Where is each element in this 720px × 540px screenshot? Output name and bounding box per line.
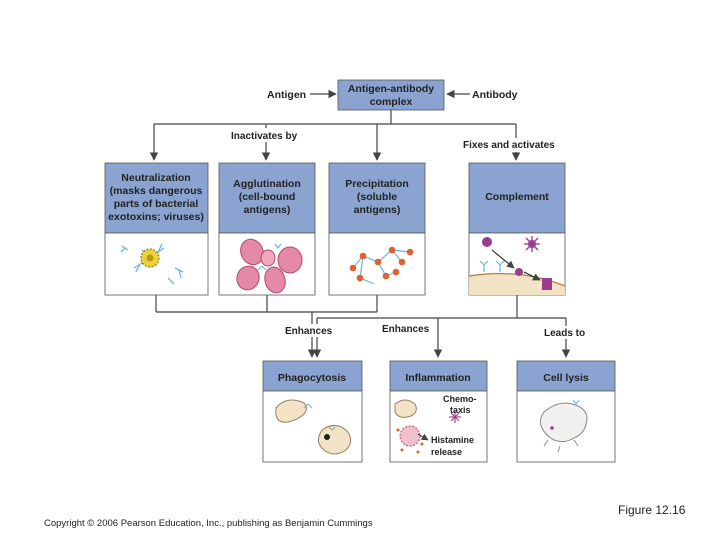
enhances-label-right: Enhances — [382, 324, 430, 335]
antigen-label: Antigen — [267, 89, 306, 101]
neutralization-title: Neutralization — [121, 172, 190, 184]
inflammation-box: Inflammation Chemo- taxis Histamine rele… — [389, 360, 488, 463]
phagocytosis-title: Phagocytosis — [278, 372, 346, 384]
histamine-label-line-2: release — [431, 447, 462, 457]
histamine-label-line-1: Histamine — [431, 435, 474, 445]
agglutination-line-3: antigens) — [244, 204, 291, 216]
precipitation-line-2: (soluble — [357, 191, 397, 203]
complement-title: Complement — [485, 191, 549, 203]
phagocytosis-antibodies — [303, 403, 336, 431]
cell-lysis-box: Cell lysis — [516, 360, 616, 463]
red-blood-cells-illustration — [236, 238, 303, 294]
complement-box: Complement — [468, 162, 566, 296]
inflammation-illustration — [394, 399, 461, 454]
agglutination-title: Agglutination — [233, 178, 301, 190]
leads-to-label: Leads to — [544, 328, 585, 339]
phagocytosis-box: Phagocytosis — [262, 360, 363, 463]
neutralization-line-4: exotoxins; viruses) — [108, 211, 204, 223]
lower-connectors — [155, 295, 571, 358]
complex-label-line-1: Antigen-antibody — [348, 83, 434, 95]
virus-illustration — [120, 243, 184, 285]
precipitation-box: Precipitation (soluble antigens) — [328, 162, 426, 296]
agglutination-box: Agglutination (cell-bound antigens) — [218, 162, 316, 296]
complex-label-line-2: complex — [370, 96, 413, 108]
antigen-antibody-complex-box: Antigen-antibody complex — [337, 79, 445, 111]
chemotaxis-label-line-1: Chemo- — [443, 394, 477, 404]
enhances-label-left: Enhances — [285, 326, 333, 337]
inactivates-by-label: Inactivates by — [231, 131, 298, 142]
lysed-cell-illustration — [539, 399, 588, 453]
precipitation-title: Precipitation — [345, 178, 409, 190]
engulfed-antigen-icon — [324, 434, 330, 440]
agglutination-line-2: (cell-bound — [239, 191, 296, 203]
phagocyte-illustration — [275, 399, 352, 455]
soluble-antigens-illustration — [349, 246, 414, 285]
neutralization-line-3: parts of bacterial — [114, 198, 199, 210]
chemotaxis-label-line-2: taxis — [450, 405, 471, 415]
cell-lysis-title: Cell lysis — [543, 372, 589, 384]
antibody-label: Antibody — [472, 89, 518, 101]
agglutination-antibodies — [257, 243, 282, 271]
inflammation-title: Inflammation — [405, 372, 470, 384]
neutralization-line-2: (masks dangerous — [110, 185, 203, 197]
figure-number: Figure 12.16 — [618, 503, 686, 517]
neutralization-box: Neutralization (masks dangerous parts of… — [104, 162, 209, 296]
fixes-and-activates-label: Fixes and activates — [463, 140, 555, 151]
complement-illustration — [468, 236, 566, 295]
precipitation-line-3: antigens) — [354, 204, 401, 216]
copyright-notice: Copyright © 2006 Pearson Education, Inc.… — [44, 518, 373, 529]
top-connectors — [149, 110, 521, 161]
